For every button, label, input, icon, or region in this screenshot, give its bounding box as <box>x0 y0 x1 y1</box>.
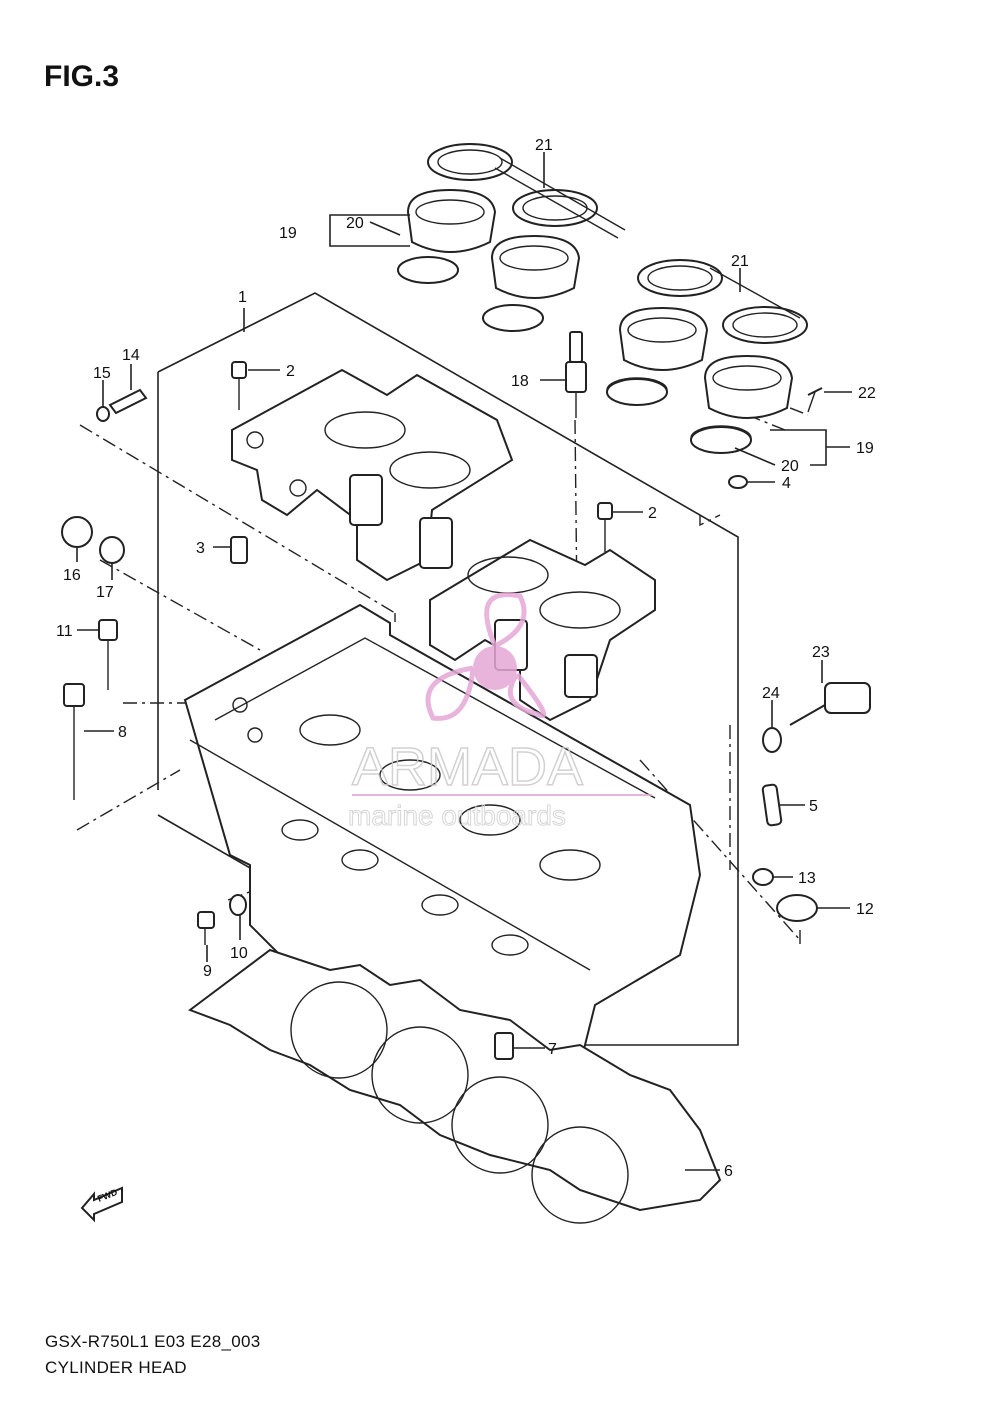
diagram-name: CYLINDER HEAD <box>45 1358 187 1377</box>
callout-11: 11 <box>56 623 73 640</box>
callout-22: 22 <box>858 385 876 402</box>
watermark-logo <box>473 646 517 690</box>
callout-15: 15 <box>93 365 111 382</box>
callout-2a: 2 <box>286 363 295 380</box>
callout-13: 13 <box>798 870 816 887</box>
small-parts <box>61 256 871 1060</box>
intake-boots-right <box>606 259 808 451</box>
callout-20b: 20 <box>781 458 799 475</box>
callout-numbers: 1 2 2 3 4 5 6 7 8 9 10 11 12 13 14 15 16… <box>56 137 876 1180</box>
callout-12: 12 <box>856 901 874 918</box>
callout-2b: 2 <box>648 505 657 522</box>
callout-3: 3 <box>196 540 205 557</box>
callout-14: 14 <box>122 347 140 364</box>
callout-19b: 19 <box>856 440 874 457</box>
callout-7: 7 <box>548 1041 557 1058</box>
intake-boots-left <box>397 143 626 331</box>
callout-19a: 19 <box>279 225 297 242</box>
callout-5: 5 <box>809 798 818 815</box>
watermark-sub: marine outboards <box>348 800 566 831</box>
intake-manifold-left <box>231 368 514 582</box>
callout-24: 24 <box>762 685 780 702</box>
callout-8: 8 <box>118 724 127 741</box>
callout-9: 9 <box>203 963 212 980</box>
figure-title: FIG.3 <box>44 60 120 93</box>
callout-10: 10 <box>230 945 248 962</box>
leader-lines <box>76 152 852 1171</box>
callout-23: 23 <box>812 644 830 661</box>
callout-4: 4 <box>782 475 791 492</box>
callout-17: 17 <box>96 584 114 601</box>
callout-21b: 21 <box>731 253 749 270</box>
callout-1: 1 <box>238 289 247 306</box>
head-gasket <box>187 948 722 1224</box>
callout-20a: 20 <box>346 215 364 232</box>
callout-16: 16 <box>63 567 81 584</box>
watermark-propeller <box>425 592 547 721</box>
fwd-arrow-icon: FWD <box>80 1186 123 1223</box>
watermark-brand: ARMADA <box>352 737 583 797</box>
callout-6: 6 <box>724 1163 733 1180</box>
callout-18: 18 <box>511 373 529 390</box>
callout-21a: 21 <box>535 137 553 154</box>
watermark: ARMADA marine outboards <box>348 592 652 832</box>
model-code: GSX-R750L1 E03 E28_003 <box>45 1332 261 1351</box>
